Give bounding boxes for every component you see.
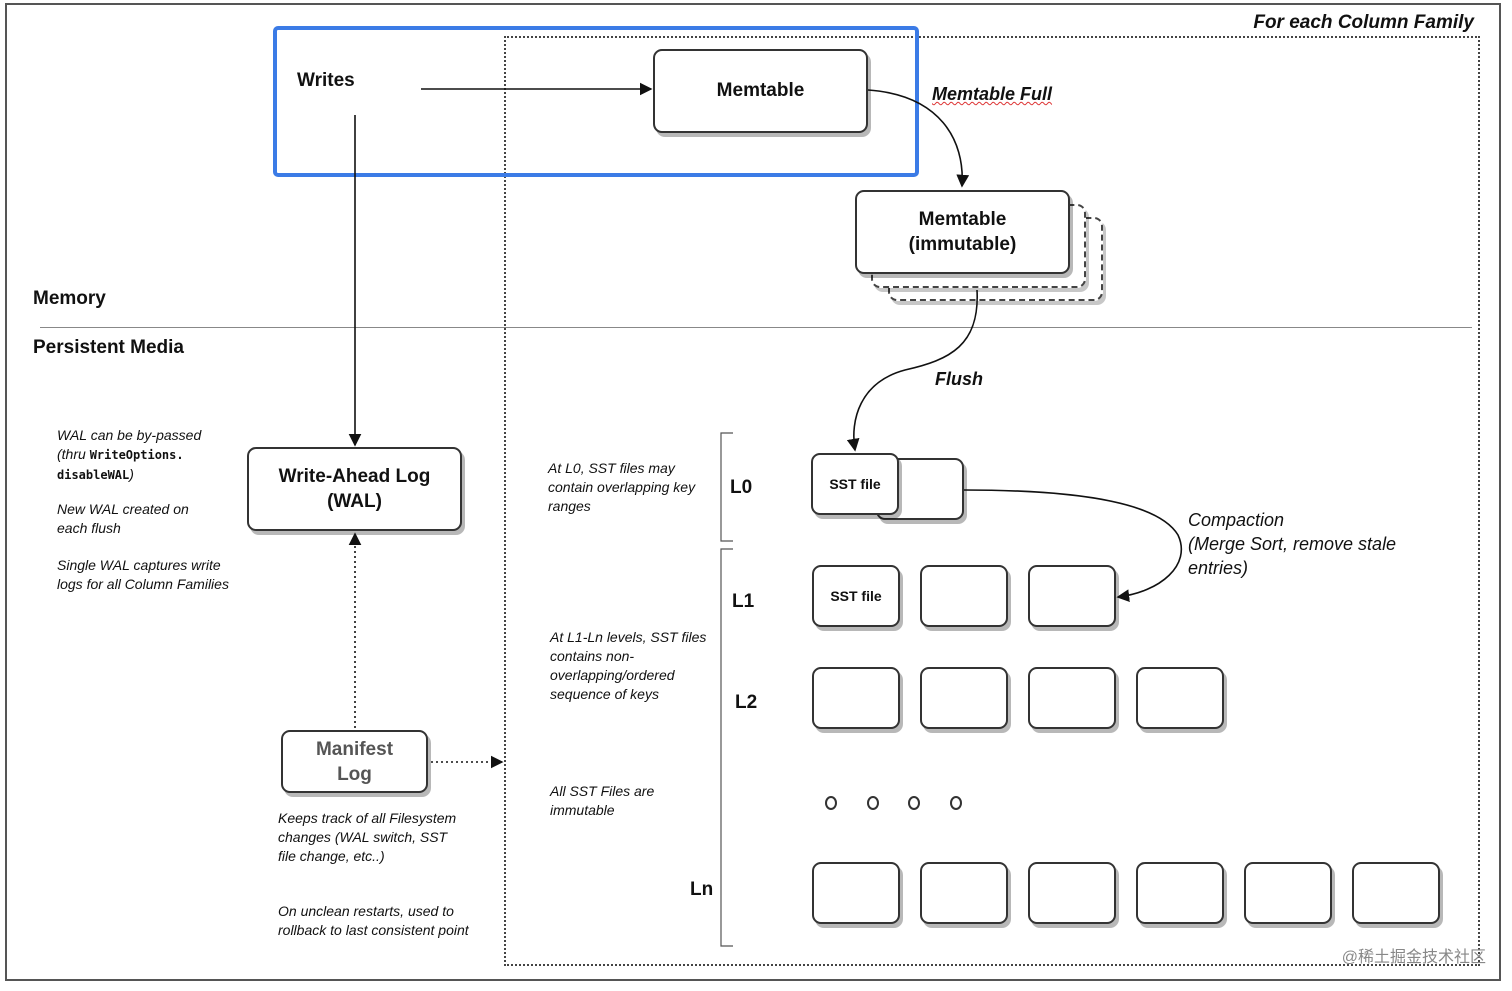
manifest-note-rollback: On unclean restarts, used to rollback to… bbox=[278, 903, 469, 938]
compaction-line3: entries) bbox=[1188, 558, 1249, 578]
ellipsis-dot bbox=[908, 796, 920, 810]
sst-file-ln-2 bbox=[920, 862, 1008, 924]
sst-file-l1-3 bbox=[1028, 565, 1116, 627]
manifest-log-node: Manifest Log bbox=[281, 730, 428, 793]
persistent-media-label: Persistent Media bbox=[33, 337, 184, 358]
sst-file-label: SST file bbox=[829, 476, 881, 492]
sst-file-l1-2 bbox=[920, 565, 1008, 627]
wal-note-code-writeoptions: WriteOptions. bbox=[89, 448, 184, 462]
wal-note-new-per-flush: New WAL created on each flush bbox=[57, 501, 189, 536]
wal-line1: Write-Ahead Log bbox=[278, 466, 431, 487]
sst-file-l1-1: SST file bbox=[812, 565, 900, 627]
wal-node: Write-Ahead Log (WAL) bbox=[247, 447, 462, 531]
manifest-line1: Manifest bbox=[315, 738, 394, 760]
wal-note-bypass-prefix: (thru bbox=[57, 446, 90, 462]
wal-note-bypass: WAL can be by-passed (thru WriteOptions.… bbox=[57, 426, 232, 485]
sst-file-l2-1 bbox=[812, 667, 900, 729]
immutable-memtable-line1: Memtable bbox=[918, 209, 1007, 230]
memtable-label: Memtable bbox=[716, 80, 805, 101]
wal-note-code-disablewal: disableWAL bbox=[57, 468, 130, 482]
arrow-memtable-full bbox=[867, 89, 970, 188]
manifest-line2: Log bbox=[337, 763, 372, 785]
wal-note-bypass-suffix: ) bbox=[129, 466, 134, 482]
sst-file-ln-1 bbox=[812, 862, 900, 924]
immutable-memtable-line2: (immutable) bbox=[908, 234, 1017, 255]
watermark: @稀土掘金技术社区 bbox=[1341, 949, 1486, 966]
level-note-l0: At L0, SST files may contain overlapping… bbox=[548, 460, 696, 514]
compaction-line1: Compaction bbox=[1188, 510, 1285, 530]
flush-label: Flush bbox=[935, 369, 983, 389]
wal-note-single: Single WAL captures write logs for all C… bbox=[57, 557, 229, 592]
sst-file-label: SST file bbox=[830, 588, 882, 604]
sst-file-l0-front: SST file bbox=[811, 453, 899, 515]
writes-label: Writes bbox=[297, 70, 355, 91]
level-l2-label: L2 bbox=[735, 692, 758, 713]
wal-note-bypass-line1: WAL can be by-passed bbox=[57, 427, 202, 443]
column-family-label: For each Column Family bbox=[1253, 12, 1474, 33]
level-l1-label: L1 bbox=[732, 591, 755, 612]
sst-file-ln-6 bbox=[1352, 862, 1440, 924]
memtable-node: Memtable bbox=[653, 49, 868, 133]
manifest-note-tracking: Keeps track of all Filesystem changes (W… bbox=[278, 810, 457, 864]
compaction-line2: (Merge Sort, remove stale bbox=[1188, 534, 1397, 554]
level-note-immutable: All SST Files are immutable bbox=[550, 783, 655, 818]
memory-label: Memory bbox=[33, 288, 106, 309]
sst-file-ln-3 bbox=[1028, 862, 1116, 924]
diagram-frame bbox=[5, 3, 1501, 981]
memory-persistent-divider bbox=[40, 327, 1472, 328]
wal-line2: (WAL) bbox=[327, 491, 382, 512]
memtable-full-label: Memtable Full bbox=[932, 84, 1053, 104]
column-family-boundary bbox=[504, 36, 1480, 966]
level-note-l1-ln: At L1-Ln levels, SST files contains non-… bbox=[550, 629, 707, 702]
sst-file-ln-4 bbox=[1136, 862, 1224, 924]
sst-file-ln-5 bbox=[1244, 862, 1332, 924]
level-ln-label: Ln bbox=[690, 879, 714, 900]
immutable-memtable-node: Memtable (immutable) bbox=[855, 190, 1070, 274]
ellipsis-dot bbox=[867, 796, 879, 810]
sst-file-l2-2 bbox=[920, 667, 1008, 729]
compaction-label: Compaction (Merge Sort, remove stale ent… bbox=[1188, 508, 1448, 580]
sst-file-l2-3 bbox=[1028, 667, 1116, 729]
bracket-l1-ln bbox=[720, 548, 733, 947]
ellipsis-dot bbox=[825, 796, 837, 810]
arrow-flush bbox=[846, 289, 978, 452]
arrow-compaction bbox=[963, 489, 1183, 603]
sst-file-l2-4 bbox=[1136, 667, 1224, 729]
level-l0-label: L0 bbox=[730, 477, 753, 498]
bracket-l0 bbox=[720, 432, 733, 542]
ellipsis-dot bbox=[950, 796, 962, 810]
